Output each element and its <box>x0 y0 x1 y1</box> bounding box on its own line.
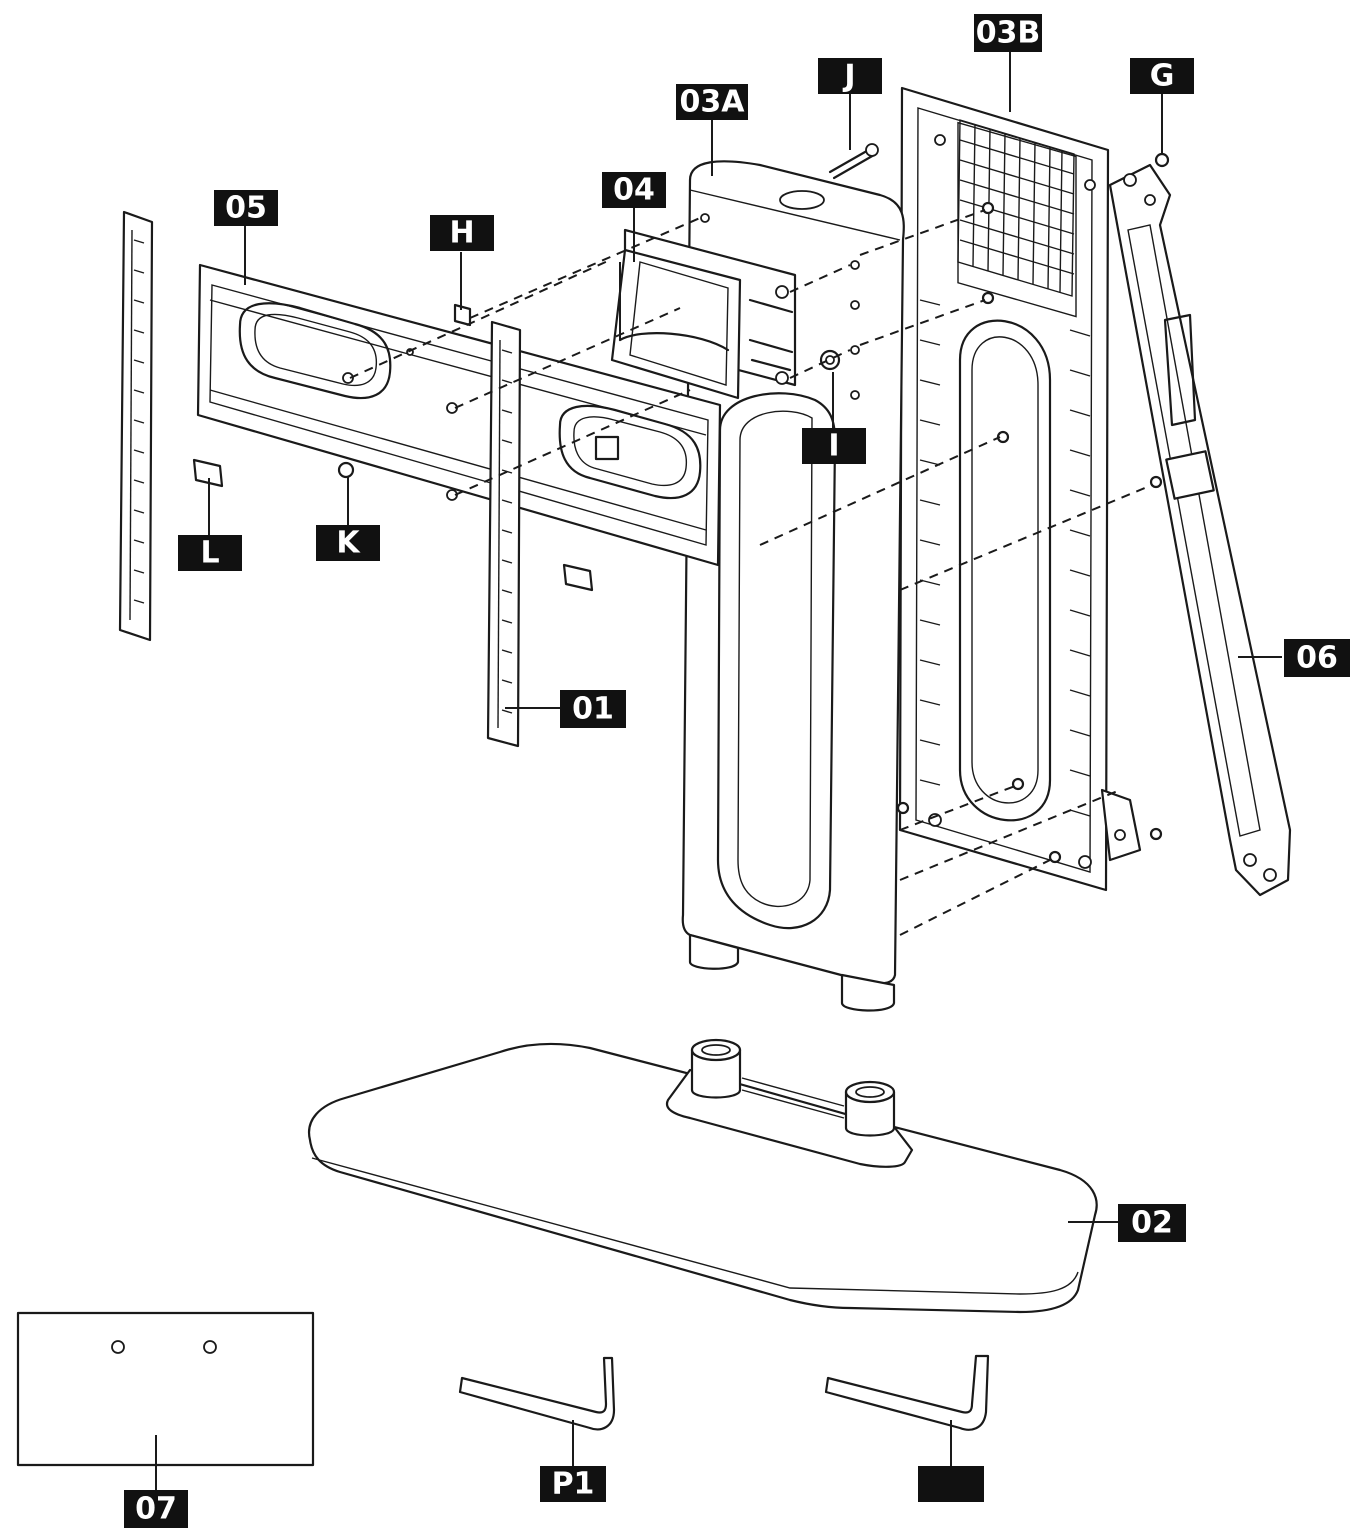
part-04-bracket <box>610 228 797 400</box>
assembly-guide-lines <box>349 209 1153 936</box>
hardware-k-spacer <box>337 461 355 479</box>
svg-text:L: L <box>200 536 219 571</box>
svg-text:05: 05 <box>225 191 267 226</box>
svg-text:P1: P1 <box>552 1467 595 1502</box>
label-tag-g: G <box>1130 58 1194 94</box>
svg-text:H: H <box>449 216 474 251</box>
label-tag-p2 <box>918 1466 984 1502</box>
label-tag-04: 04 <box>602 172 666 208</box>
svg-text:04: 04 <box>613 173 655 208</box>
label-tag-i: I <box>802 428 866 464</box>
svg-text:01: 01 <box>572 692 614 727</box>
hardware-l-clip <box>192 458 594 592</box>
part-03b-rear-cover <box>898 86 1110 892</box>
label-tag-05: 05 <box>214 190 278 226</box>
leader-lines <box>155 50 1282 1490</box>
svg-text:07: 07 <box>135 1492 177 1527</box>
svg-text:02: 02 <box>1131 1206 1173 1241</box>
part-07-template-card <box>16 1311 315 1467</box>
svg-text:J: J <box>842 59 855 94</box>
label-tag-06: 06 <box>1284 639 1350 677</box>
svg-text:I: I <box>828 429 839 464</box>
part-05-horizontal-plate <box>196 263 722 567</box>
hardware-j-bolt <box>828 143 879 180</box>
svg-text:K: K <box>336 526 361 561</box>
part-02-base-plate <box>307 1038 1098 1314</box>
hardware-i-washer <box>819 349 841 371</box>
allen-key-p1 <box>458 1356 616 1431</box>
label-tag-03a: 03A <box>676 84 748 120</box>
hardware-g-screw <box>1154 152 1170 168</box>
part-06-support-strut <box>1100 163 1292 897</box>
allen-key-p2 <box>824 1354 990 1431</box>
part-01-rail-left <box>118 210 154 642</box>
label-tag-k: K <box>316 525 380 561</box>
svg-text:G: G <box>1150 59 1175 94</box>
label-tag-h: H <box>430 215 494 251</box>
svg-text:03B: 03B <box>976 16 1041 51</box>
label-tag-p1: P1 <box>540 1466 606 1502</box>
label-tag-j: J <box>818 58 882 94</box>
label-tag-07: 07 <box>124 1490 188 1528</box>
svg-text:03A: 03A <box>680 85 746 120</box>
part-01-rail-right <box>486 320 522 748</box>
label-tag-02: 02 <box>1118 1204 1186 1242</box>
svg-text:06: 06 <box>1296 641 1338 676</box>
label-tag-01: 01 <box>560 690 626 728</box>
label-tag-03b: 03B <box>974 14 1042 52</box>
label-tag-l: L <box>178 535 242 571</box>
hardware-h-clip <box>453 303 472 327</box>
